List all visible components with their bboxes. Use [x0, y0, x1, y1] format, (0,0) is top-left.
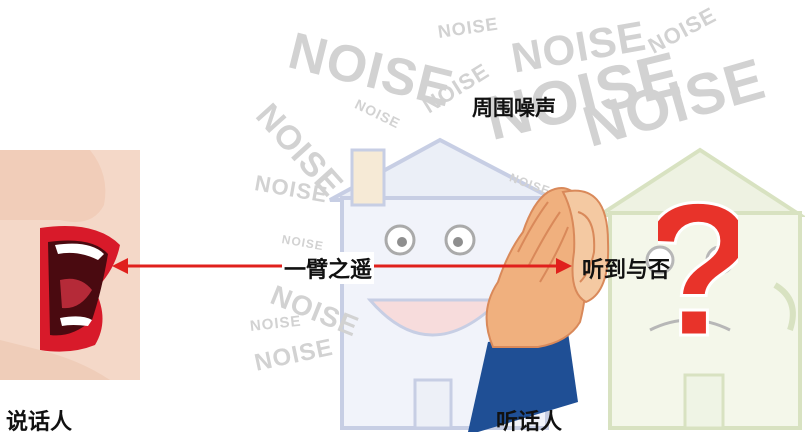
heard-label: 听到与否 — [582, 258, 671, 283]
distance-label: 一臂之遥 — [282, 252, 375, 284]
question-mark-graphic: ? — [658, 180, 738, 350]
listener-hand-ear-image — [468, 187, 610, 432]
house-right-illustration — [593, 147, 805, 430]
listener-label: 听话人 — [496, 410, 563, 435]
speaker-label: 说话人 — [6, 410, 73, 435]
question-mark: ? — [658, 180, 738, 350]
ambient-noise-label: 周围噪声 — [472, 96, 556, 120]
